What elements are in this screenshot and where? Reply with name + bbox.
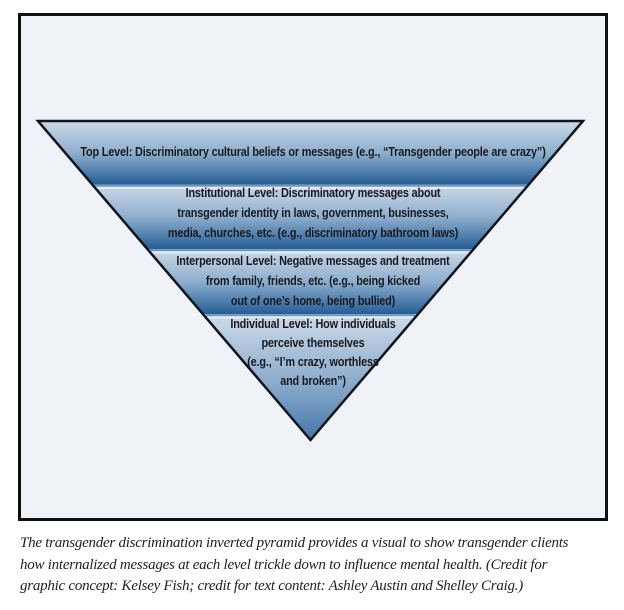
level-text-line: and broken”) <box>280 374 346 388</box>
pyramid-band-top-level <box>38 121 583 185</box>
level-text-line: from family, friends, etc. (e.g., being … <box>205 274 421 288</box>
pyramid-level-top-text: Top Level: Discriminatory cultural belie… <box>59 142 567 162</box>
pyramid-level-interpersonal-text: Interpersonal Level: Negative messages a… <box>59 251 567 311</box>
figure-panel: Top Level: Discriminatory cultural belie… <box>18 13 608 521</box>
level-text-line: perceive themselves <box>261 336 365 350</box>
level-text-line: (e.g., “I’m crazy, worthless <box>247 355 379 369</box>
level-text-line: transgender identity in laws, government… <box>177 206 449 220</box>
caption-line: The transgender discrimination inverted … <box>20 535 569 551</box>
level-text-line: out of one’s home, being bullied) <box>230 294 396 308</box>
level-text-line: Interpersonal Level: Negative messages a… <box>176 254 450 268</box>
pyramid-band-interpersonal-level <box>147 249 474 314</box>
caption-line: how internalized messages at each level … <box>20 556 548 573</box>
pyramid-level-individual-text: Individual Level: How individuals percei… <box>59 315 567 391</box>
level-text-line: Institutional Level: Discriminatory mess… <box>185 186 441 200</box>
level-text-line: Individual Level: How individuals <box>230 317 396 331</box>
pyramid-band-institutional-level <box>92 184 529 249</box>
caption-line: graphic concept: Kelsey Fish; credit for… <box>20 578 524 594</box>
figure-caption: The transgender discrimination inverted … <box>20 533 620 598</box>
pyramid-band-individual-level <box>202 314 419 440</box>
inverted-pyramid-graphic <box>35 119 586 442</box>
level-text-line: media, churches, etc. (e.g., discriminat… <box>167 226 459 240</box>
pyramid-outline <box>35 119 586 442</box>
pyramid-level-institutional-text: Institutional Level: Discriminatory mess… <box>59 183 567 243</box>
level-text-line: Top Level: Discriminatory cultural belie… <box>80 145 546 159</box>
